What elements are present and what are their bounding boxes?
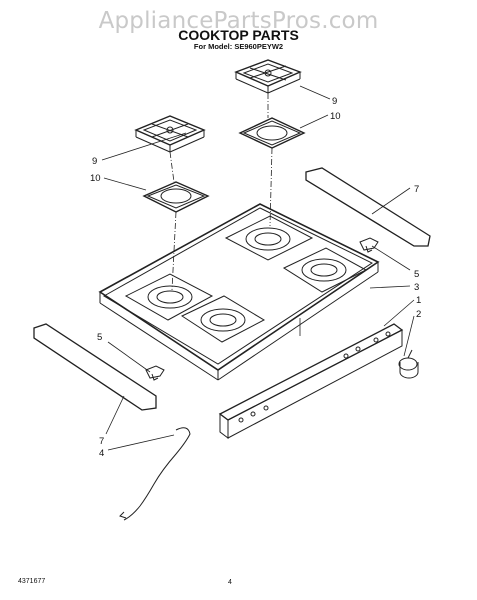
alignment-lines: [169, 93, 273, 291]
upper-burner-grate: [234, 59, 302, 94]
cooktop-panel: [98, 203, 380, 381]
model-subtitle: For Model: SE960PEYW2: [193, 42, 284, 51]
callout-5-left: 5: [97, 332, 102, 343]
watermark: AppliancePartsPros.com: [98, 8, 379, 34]
leader-lines: [101, 85, 415, 451]
callout-7-left: 7: [99, 436, 104, 447]
left-side-trim: [33, 323, 157, 411]
callout-10-lower: 10: [90, 173, 101, 184]
right-clip: [359, 237, 379, 253]
left-clip: [145, 365, 165, 381]
callout-labels: 9 10 9 10 7 5 3 1 2 5 7 4: [90, 96, 421, 459]
document-number: 4371677: [18, 578, 46, 585]
callout-4: 4: [99, 448, 104, 459]
callout-2: 2: [416, 309, 421, 320]
right-side-trim: [305, 167, 431, 247]
callout-9-upper: 9: [332, 96, 337, 107]
upper-trim-ring: [238, 117, 306, 149]
lower-trim-ring: [142, 181, 210, 213]
page-number: 4: [228, 579, 232, 586]
callout-3: 3: [414, 282, 419, 293]
lower-burner-grate: [134, 115, 206, 153]
callout-9-lower: 9: [92, 156, 97, 167]
callout-1: 1: [416, 295, 421, 306]
callout-10-upper: 10: [330, 111, 341, 122]
control-panel: [218, 323, 404, 439]
control-knob: [398, 349, 419, 379]
page-title: COOKTOP PARTS: [178, 27, 299, 43]
wire-harness: [119, 427, 191, 521]
callout-7-right: 7: [414, 184, 419, 195]
callout-5-right: 5: [414, 269, 419, 280]
